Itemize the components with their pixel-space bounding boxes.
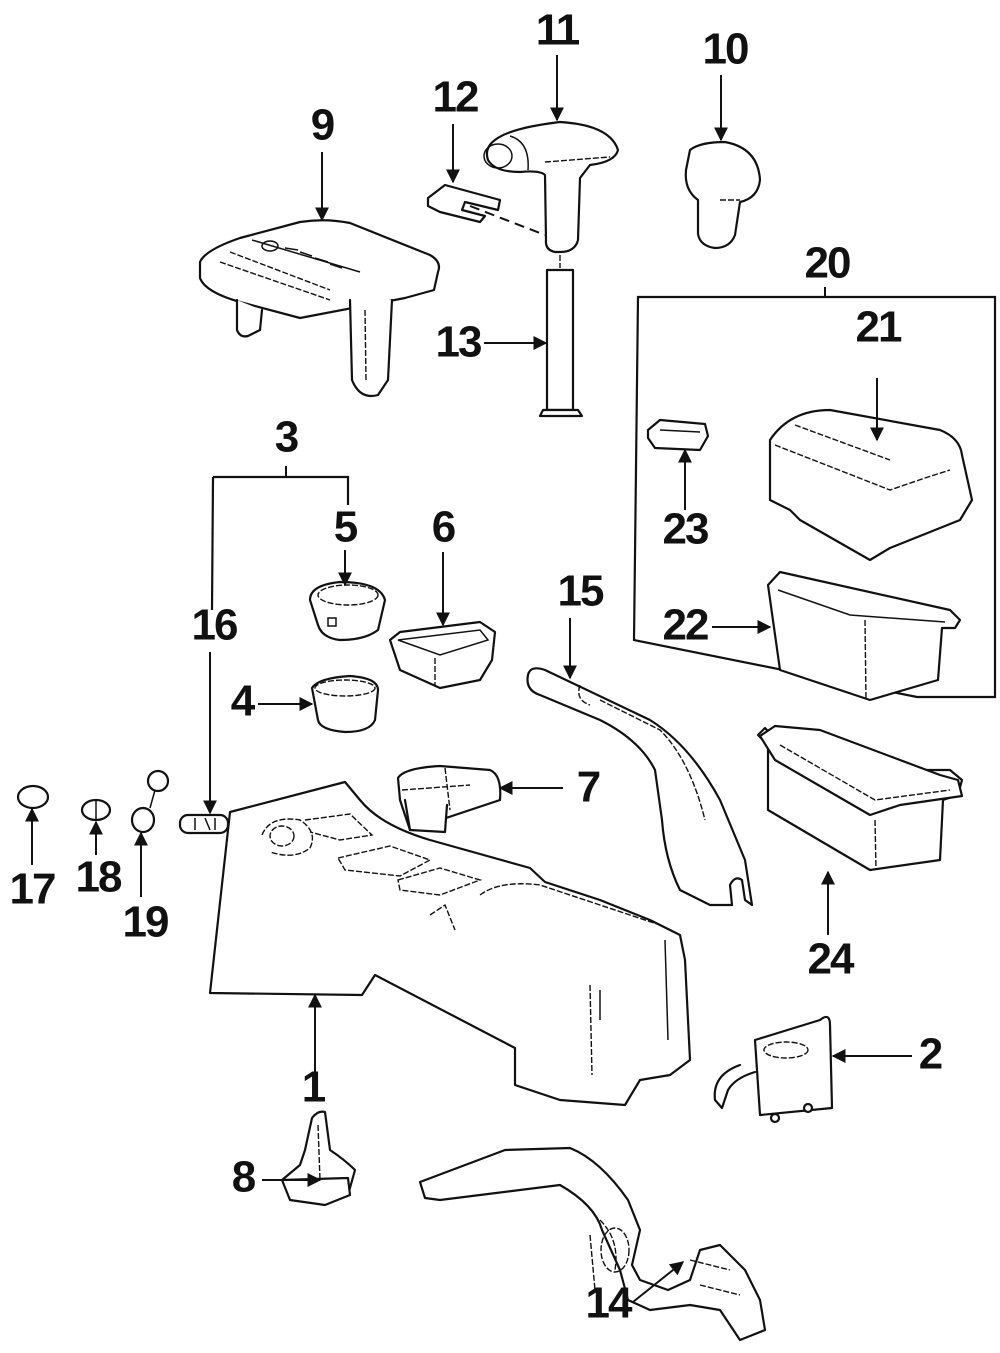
- callout-2: 2: [919, 1030, 942, 1079]
- part-6-tray[interactable]: [388, 620, 497, 690]
- callout-6: 6: [432, 503, 455, 552]
- callout-22: 22: [663, 601, 708, 650]
- part-10-manual-knob[interactable]: [684, 140, 762, 250]
- leader-lines: [25, 55, 912, 1303]
- part-18-bulb[interactable]: [80, 798, 112, 822]
- callout-11: 11: [536, 6, 580, 55]
- part-17-bulb[interactable]: [16, 784, 50, 810]
- part-24-rear-bin[interactable]: [756, 724, 964, 872]
- callout-17: 17: [10, 865, 55, 914]
- callout-3: 3: [275, 413, 298, 462]
- part-7-ashtray[interactable]: [396, 764, 502, 834]
- group-3-bracket: [213, 475, 350, 505]
- callout-24: 24: [808, 935, 855, 984]
- callout-18: 18: [76, 853, 122, 902]
- part-8-shift-boot[interactable]: [280, 1110, 357, 1207]
- part-21-armrest-lid[interactable]: [768, 408, 974, 562]
- callout-14: 14: [586, 1279, 633, 1328]
- callout-8: 8: [232, 1153, 256, 1202]
- part-16-switch[interactable]: [178, 813, 230, 835]
- part-1-console[interactable]: [208, 780, 692, 1107]
- part-11-shift-knob[interactable]: [483, 120, 620, 254]
- part-19-socket[interactable]: [130, 769, 170, 834]
- callout-13: 13: [436, 318, 481, 367]
- part-13-shift-tube[interactable]: [538, 255, 584, 418]
- callout-9: 9: [311, 101, 334, 150]
- part-12-clip[interactable]: [426, 183, 502, 224]
- callout-10: 10: [703, 25, 748, 74]
- callout-16: 16: [192, 601, 237, 650]
- part-23-tray[interactable]: [646, 418, 710, 452]
- part-5-cupholder-insert[interactable]: [308, 580, 387, 642]
- callout-12: 12: [433, 73, 478, 122]
- part-9-shift-bezel[interactable]: [198, 219, 441, 398]
- callout-20: 20: [805, 239, 850, 288]
- callout-1: 1: [302, 1063, 326, 1112]
- alignment-line: [469, 205, 546, 236]
- group-20-bracket: [632, 295, 997, 699]
- callout-5: 5: [334, 503, 358, 552]
- part-2-rear-panel[interactable]: [713, 1015, 834, 1124]
- callout-15: 15: [558, 567, 604, 616]
- callout-23: 23: [663, 505, 708, 554]
- part-14-brake-lever[interactable]: [418, 1146, 767, 1342]
- part-15-brake-cover[interactable]: [526, 667, 754, 907]
- callout-4: 4: [231, 677, 256, 726]
- part-4-cupholder[interactable]: [310, 674, 380, 734]
- callout-19: 19: [123, 898, 168, 947]
- callout-7: 7: [577, 763, 600, 812]
- part-22-storage-bin[interactable]: [766, 570, 962, 702]
- callout-21: 21: [856, 303, 902, 352]
